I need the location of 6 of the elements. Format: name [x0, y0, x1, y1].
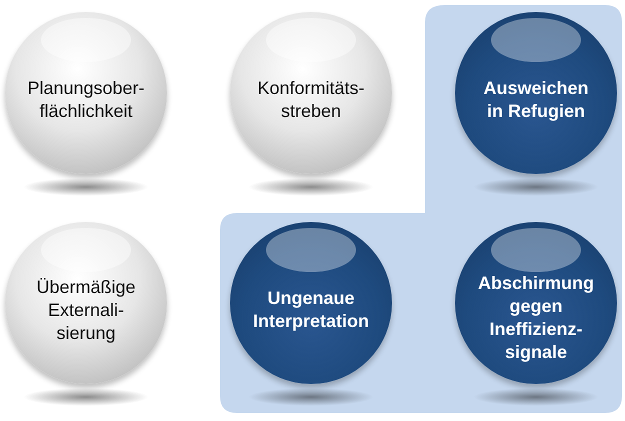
sphere-label: Ausweichen in Refugien	[482, 77, 590, 123]
sphere-label: Ungenaue Interpretation	[252, 287, 370, 333]
sphere-label: Übermäßige Externali-sierung	[35, 276, 137, 344]
sphere-label: Planungsober-flächlichkeit	[26, 77, 146, 123]
sphere-label: Abschirmung gegen Ineffizienz-signale	[476, 272, 595, 364]
sphere-label: Konformitäts-streben	[256, 77, 366, 123]
